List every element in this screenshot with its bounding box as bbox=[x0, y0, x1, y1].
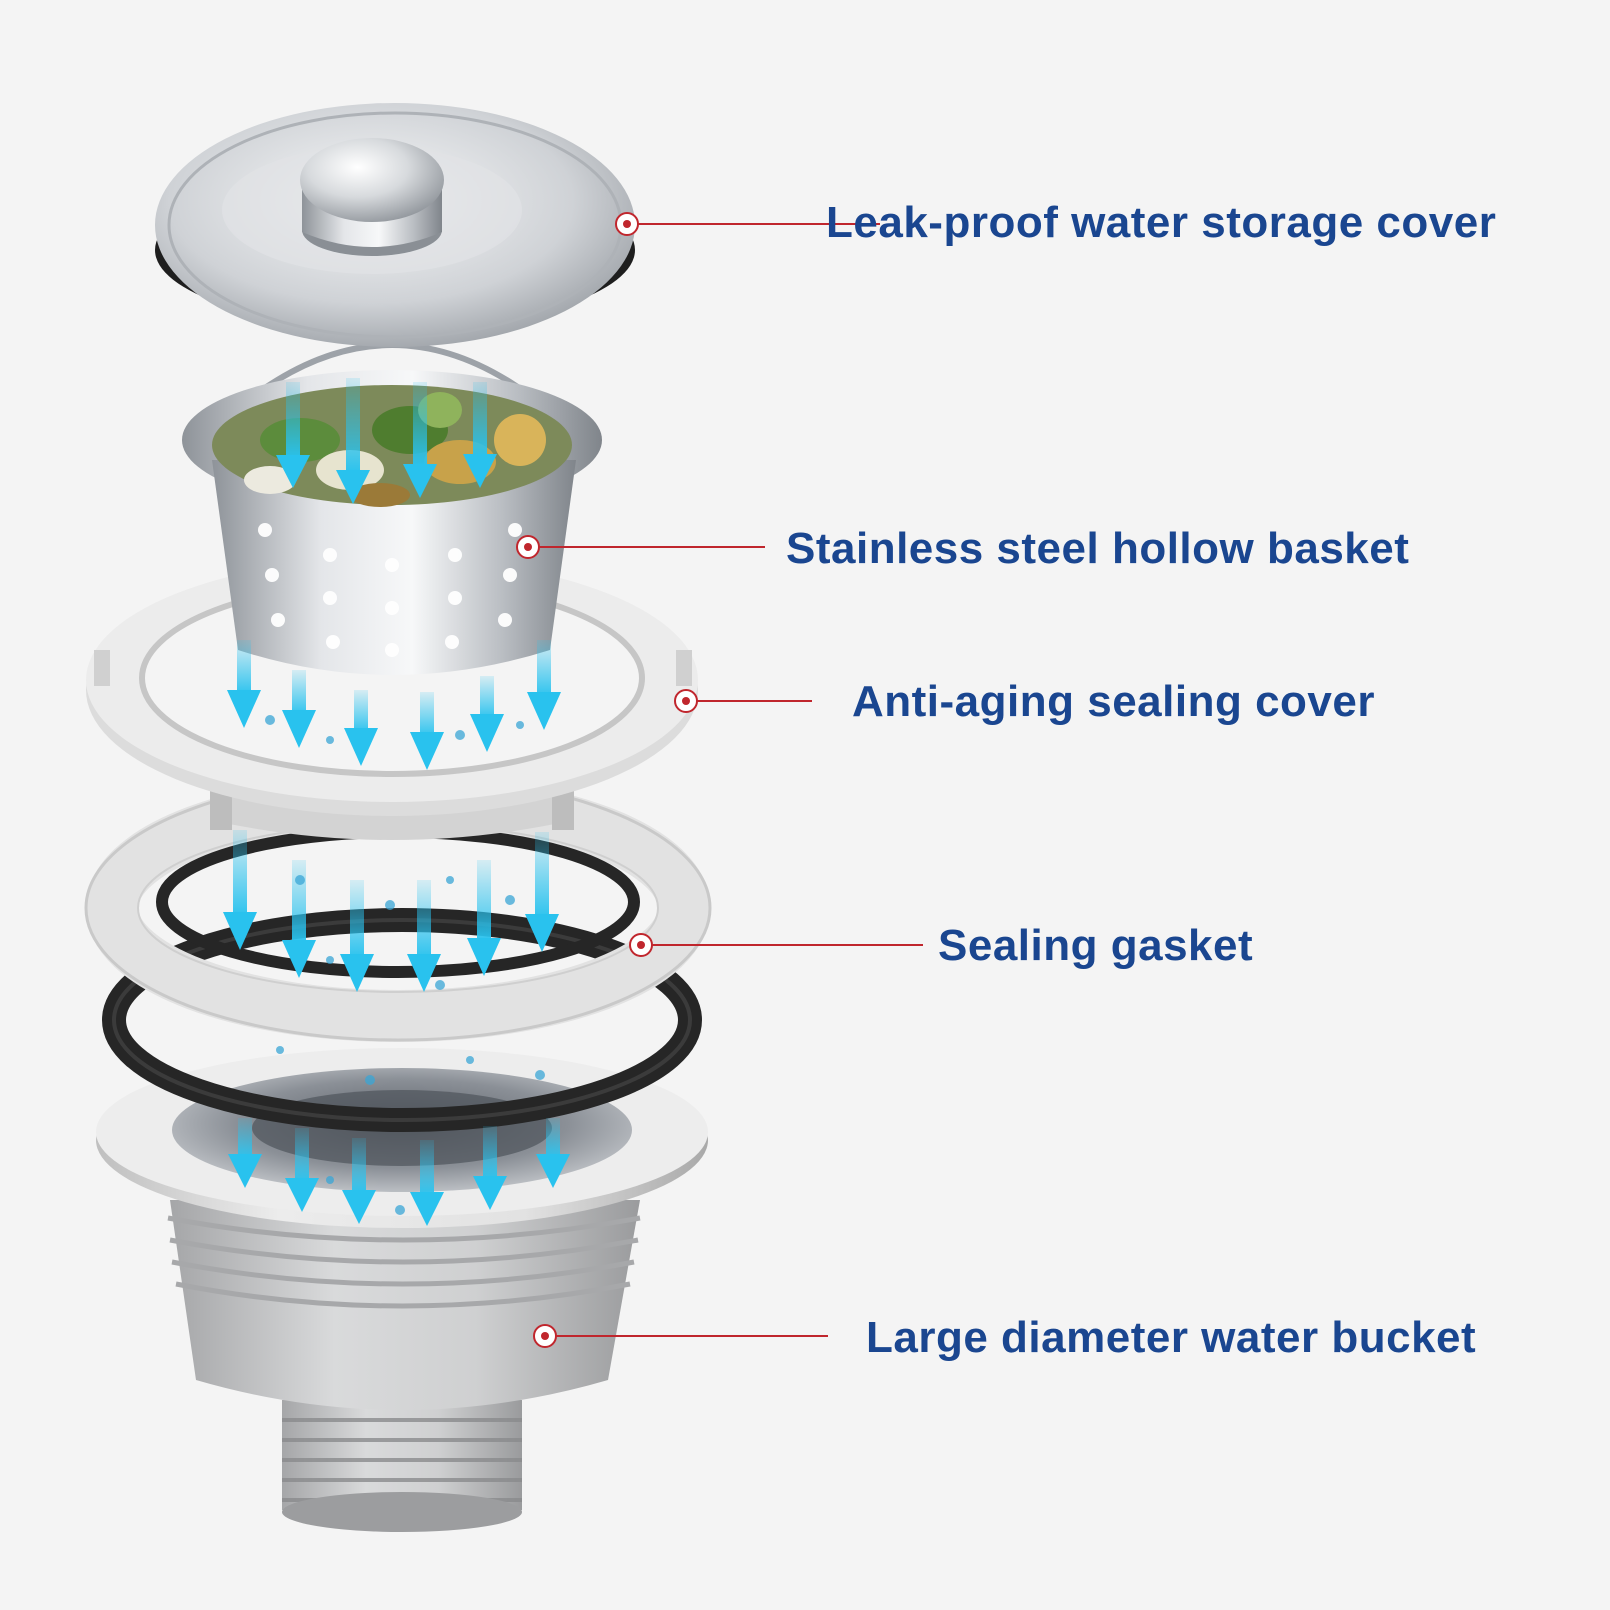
callout-dot-icon bbox=[516, 535, 540, 559]
label-water-bucket: Large diameter water bucket bbox=[866, 1313, 1477, 1362]
water-droplets bbox=[265, 715, 545, 1215]
rubber-ring bbox=[102, 908, 702, 1132]
stainless-basket bbox=[182, 342, 602, 675]
label-leak-proof-cover: Leak-proof water storage cover bbox=[826, 198, 1497, 247]
callout-dot-icon bbox=[629, 933, 653, 957]
callout-dots bbox=[516, 212, 698, 1348]
callout-dot-icon bbox=[674, 689, 698, 713]
water-flow-arrows bbox=[223, 378, 570, 1226]
label-stainless-basket: Stainless steel hollow basket bbox=[786, 524, 1410, 573]
storage-cover bbox=[155, 103, 635, 347]
label-sealing-gasket: Sealing gasket bbox=[938, 921, 1254, 970]
callout-dot-icon bbox=[533, 1324, 557, 1348]
food-scraps bbox=[244, 392, 546, 507]
callout-dot-icon bbox=[615, 212, 639, 236]
water-flow-arrow-icon bbox=[223, 378, 570, 1226]
label-anti-aging-cover: Anti-aging sealing cover bbox=[852, 677, 1375, 726]
callout-leaders bbox=[528, 223, 923, 1337]
